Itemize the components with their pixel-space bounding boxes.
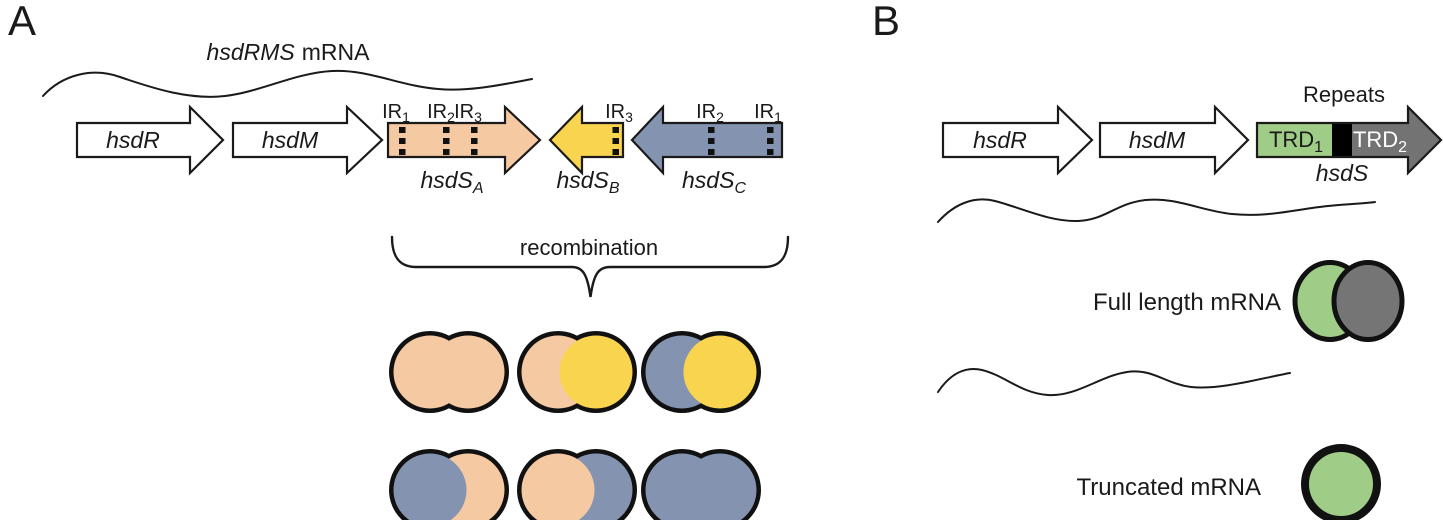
ir-label: IR2 xyxy=(696,101,724,125)
pair-circle-right xyxy=(559,335,633,409)
ir-label: IR3 xyxy=(605,101,633,125)
panel-a-label: A xyxy=(8,0,36,44)
recombinant-pair xyxy=(389,449,509,520)
truncated-mrna-label: Truncated mRNA xyxy=(1077,474,1262,501)
gene-arrow-hsdS-C: IR2 IR1 hsdSC xyxy=(630,101,784,197)
hsdS-arrow-outline xyxy=(1255,104,1443,176)
trd1-label: TRD1 xyxy=(1269,127,1323,156)
recombinant-pair xyxy=(641,331,761,413)
gene-label-hsdS-B: hsdSB xyxy=(556,167,619,197)
ir-site-marks xyxy=(708,127,774,155)
truncated-mrna-row: Truncated mRNA xyxy=(1077,444,1381,520)
recombination-label: recombination xyxy=(520,235,658,260)
full-length-circle-right xyxy=(1331,260,1405,342)
pair-circle-right xyxy=(683,335,757,409)
full-length-mrna-row: Full length mRNA xyxy=(1093,260,1405,342)
gene-label-hsdS-A: hsdSA xyxy=(420,167,483,197)
recombinant-pair xyxy=(641,449,761,520)
gene-arrow-hsdR-b: hsdR xyxy=(941,104,1094,176)
truncated-mrna-wavy-line xyxy=(937,368,1291,397)
gene-label-hsdS-C: hsdSC xyxy=(682,167,746,197)
trd2-label: TRD2 xyxy=(1353,127,1407,156)
ir-site-marks xyxy=(399,127,478,155)
ir-site-marks xyxy=(612,127,619,155)
pair-circle-left xyxy=(521,453,595,520)
panel-b-label: B xyxy=(872,0,900,44)
recombinant-pair-row1 xyxy=(389,331,761,413)
ir-label: IR1 xyxy=(382,101,410,125)
gene-label-hsdS-b: hsdS xyxy=(1316,160,1369,186)
pair-circle-left xyxy=(645,453,719,520)
full-length-mrna-label: Full length mRNA xyxy=(1093,289,1281,316)
gene-arrow-hsdS-A: IR1 IR2 IR3 hsdSA xyxy=(382,101,542,197)
ir-label: IR2 xyxy=(427,101,455,125)
pair-circle-left xyxy=(393,453,467,520)
gene-label-hsdR-b: hsdR xyxy=(973,127,1027,153)
hsdrms-mrna-wavy-line xyxy=(42,69,533,98)
ir-label: IR1 xyxy=(754,101,782,125)
truncated-circle xyxy=(1301,444,1381,520)
full-length-mrna-wavy-line xyxy=(937,198,1376,223)
pair-circle-right xyxy=(431,335,505,409)
repeats-segment xyxy=(1332,123,1352,157)
recombinant-pair xyxy=(517,331,637,413)
recombination-brace xyxy=(390,235,790,298)
panel-b: B hsdR hsdM Repeats TRD1 TRD2 hsdS xyxy=(872,0,1443,520)
gene-arrow-hsdR-a: hsdR xyxy=(75,104,225,176)
gene-arrow-hsdM-a: hsdM xyxy=(231,104,384,176)
trd1-segment xyxy=(1257,123,1332,157)
gene-label-hsdM-a: hsdM xyxy=(262,127,319,153)
gene-arrow-hsdS-B: IR3 hsdSB xyxy=(548,101,633,197)
recombinant-pair xyxy=(517,449,637,520)
recombinant-pair xyxy=(389,331,509,413)
recombinant-pair-row2 xyxy=(389,449,761,520)
repeats-label: Repeats xyxy=(1303,82,1385,107)
ir-label: IR3 xyxy=(454,101,482,125)
gene-label-hsdR-a: hsdR xyxy=(106,127,160,153)
gene-arrow-hsdM-b: hsdM xyxy=(1098,104,1250,176)
gene-arrow-hsdS-b: Repeats TRD1 TRD2 hsdS xyxy=(1255,82,1443,186)
gene-label-hsdM-b: hsdM xyxy=(1129,127,1186,153)
